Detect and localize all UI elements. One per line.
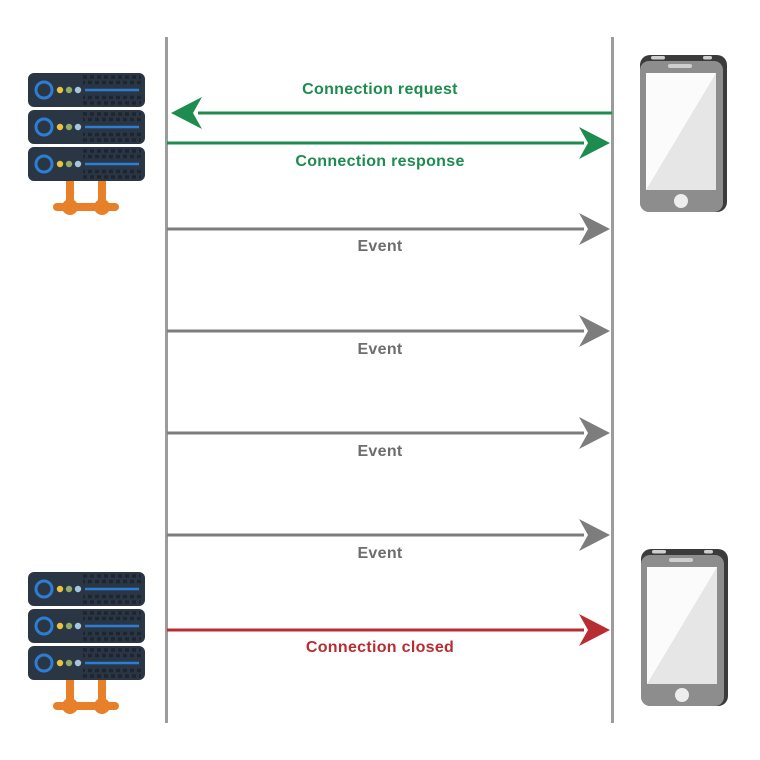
arrow-left-icon xyxy=(171,97,612,129)
server-rack-icon xyxy=(28,73,145,219)
smartphone-icon xyxy=(641,549,728,706)
message-label: Event xyxy=(357,238,403,255)
arrow-right-icon xyxy=(167,614,610,646)
arrow-right-icon xyxy=(167,127,610,159)
message-label: Connection response xyxy=(295,153,465,170)
message-label: Event xyxy=(357,545,403,562)
server-lifeline xyxy=(165,37,168,723)
smartphone-icon xyxy=(640,55,727,212)
message-label: Connection request xyxy=(302,81,458,98)
message-label: Event xyxy=(357,341,403,358)
arrow-right-icon xyxy=(167,417,610,449)
arrow-right-icon xyxy=(167,315,610,347)
message-label: Event xyxy=(357,443,403,460)
arrow-right-icon xyxy=(167,213,610,245)
arrow-right-icon xyxy=(167,519,610,551)
phone-lifeline xyxy=(611,37,614,723)
message-label: Connection closed xyxy=(305,639,455,656)
server-rack-icon xyxy=(28,572,145,718)
